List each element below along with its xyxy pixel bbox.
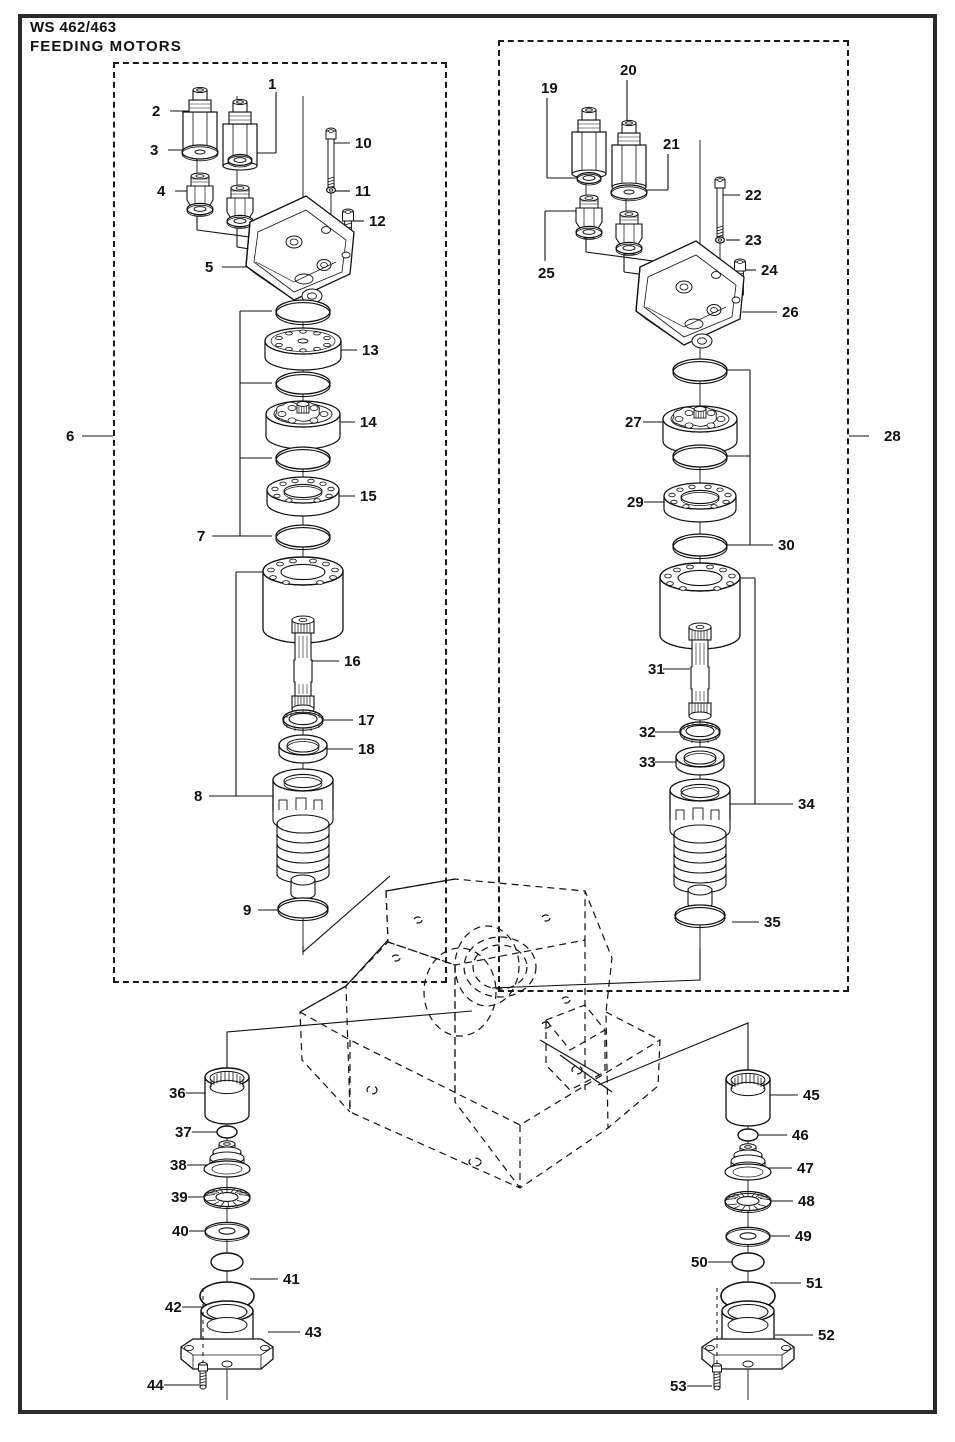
callout-37: 37 [175,1124,192,1141]
callout-45: 45 [803,1087,820,1104]
title-line-1: WS 462/463 [30,19,117,36]
callout-17: 17 [358,712,375,729]
callout-34: 34 [798,796,815,813]
callout-26: 26 [782,304,799,321]
callout-44: 44 [147,1377,164,1394]
callout-25: 25 [538,265,555,282]
callout-20: 20 [620,62,637,79]
leader-lines [82,80,869,1387]
callout-27: 27 [625,414,642,431]
callout-9: 9 [243,902,252,919]
callout-40: 40 [172,1223,189,1240]
callout-11: 11 [355,183,371,200]
callout-31: 31 [648,661,665,678]
callout-24: 24 [761,262,778,279]
callout-23: 23 [745,232,762,249]
gearbox-housing-reference [299,878,661,1189]
callout-14: 14 [360,414,377,431]
callout-21: 21 [663,136,680,153]
callout-52: 52 [818,1327,835,1344]
callout-15: 15 [360,488,377,505]
callout-38: 38 [170,1157,187,1174]
left-assembly-artwork [181,86,355,955]
callout-8: 8 [194,788,203,805]
callout-13: 13 [362,342,379,359]
callout-53: 53 [670,1378,687,1395]
callout-2: 2 [152,103,161,120]
callout-46: 46 [792,1127,809,1144]
callout-51: 51 [806,1275,823,1292]
callout-3: 3 [150,142,159,159]
callout-47: 47 [797,1160,814,1177]
callout-43: 43 [305,1324,322,1341]
sheet-border [18,14,937,1414]
callout-33: 33 [639,754,656,771]
callout-49: 49 [795,1228,812,1245]
callout-19: 19 [541,80,558,97]
callout-6: 6 [66,428,75,445]
callout-4: 4 [157,183,166,200]
callout-1: 1 [268,76,277,93]
callout-16: 16 [344,653,361,670]
callout-30: 30 [778,537,795,554]
callout-5: 5 [205,259,214,276]
bottom-right-parts [701,1023,795,1400]
bottom-left-parts [180,1032,274,1400]
group-box-right-assembly [498,40,849,992]
callout-42: 42 [165,1299,182,1316]
callout-29: 29 [627,494,644,511]
callout-22: 22 [745,187,762,204]
callout-32: 32 [639,724,656,741]
callout-48: 48 [798,1193,815,1210]
callout-7: 7 [197,528,206,545]
callout-50: 50 [691,1254,708,1271]
callout-39: 39 [171,1189,188,1206]
callout-36: 36 [169,1085,186,1102]
group-box-left-assembly [113,62,447,983]
gearbox-housing-solid-edges [299,878,613,1093]
title-line-2: FEEDING MOTORS [30,38,182,55]
callout-41: 41 [283,1271,300,1288]
callout-10: 10 [355,135,372,152]
right-assembly-artwork [571,106,746,960]
callout-28: 28 [884,428,901,445]
callout-35: 35 [764,914,781,931]
callout-18: 18 [358,741,375,758]
callout-12: 12 [369,213,386,230]
